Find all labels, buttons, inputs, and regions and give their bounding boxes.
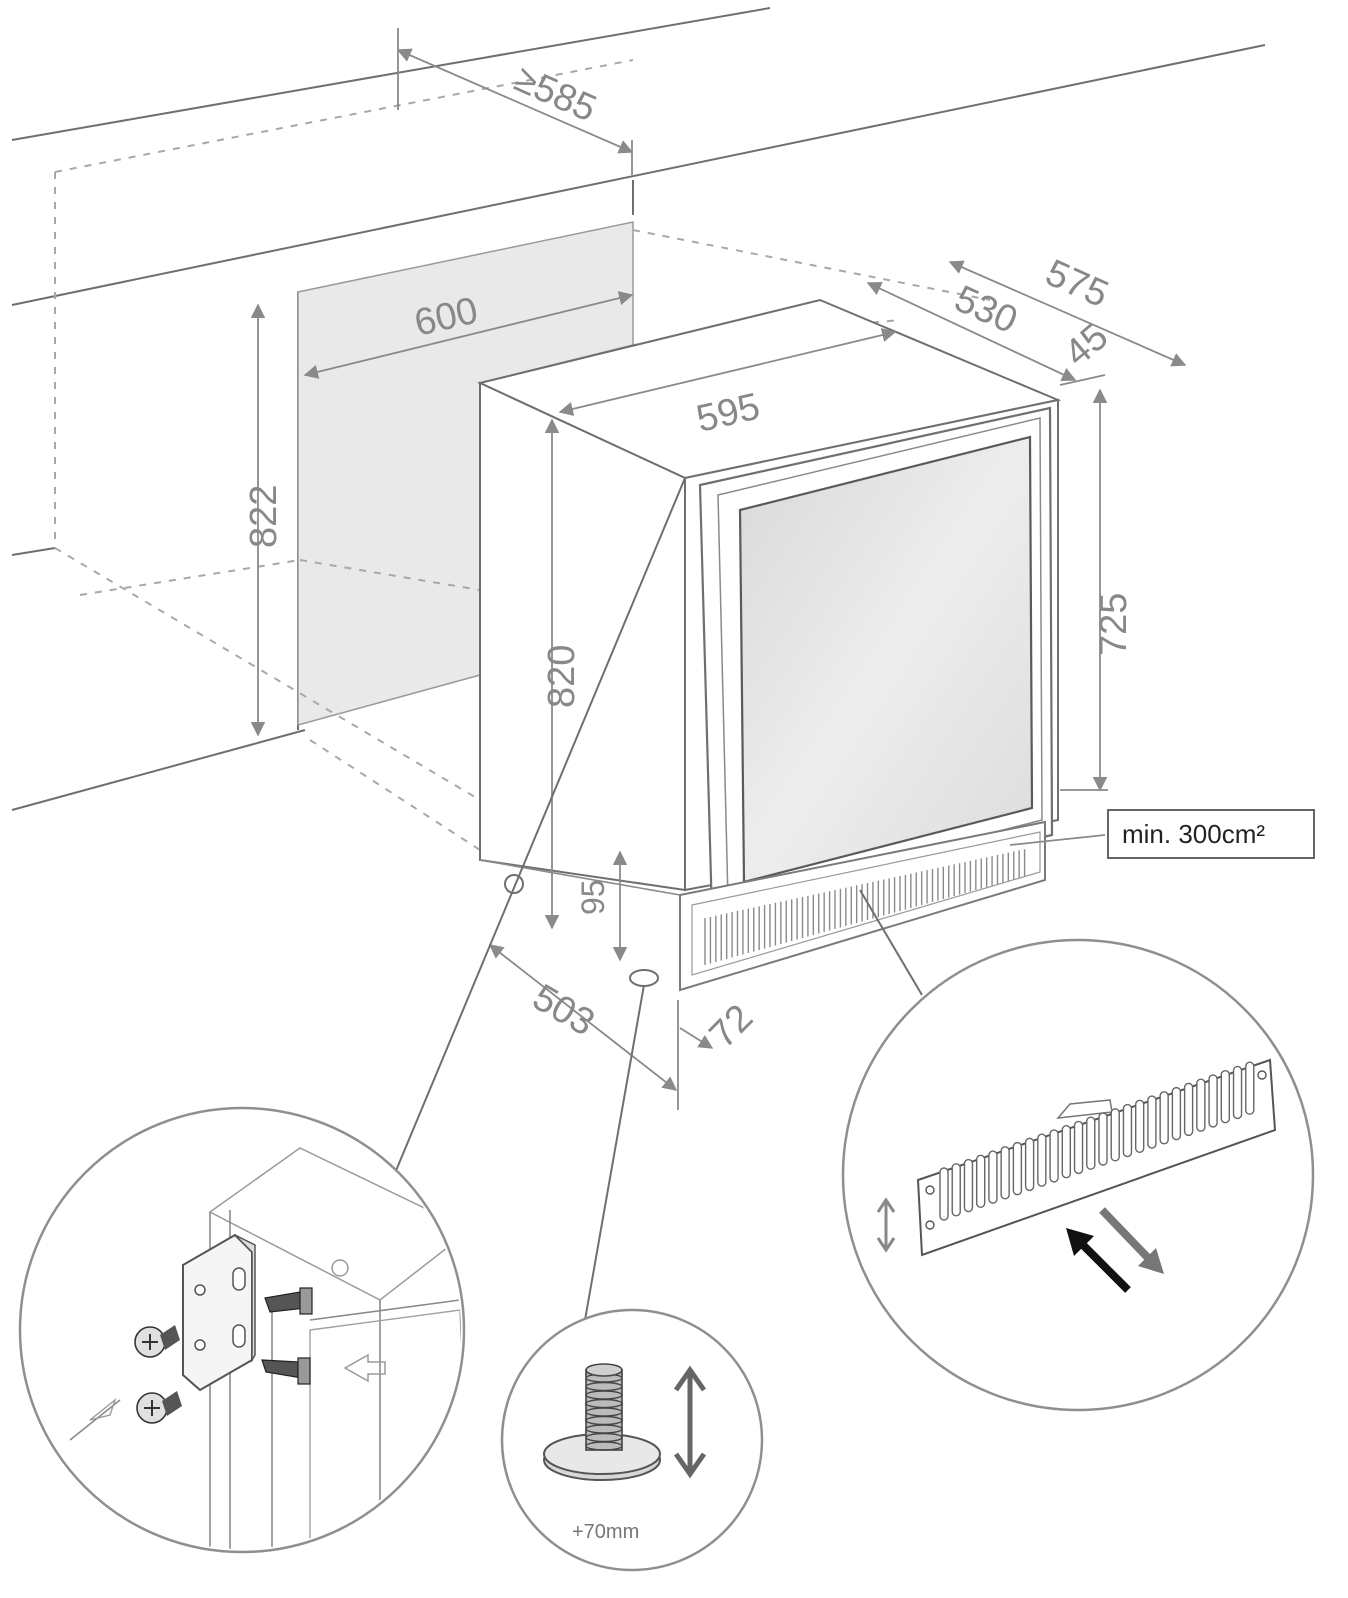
grille-slot	[1122, 1103, 1133, 1158]
grille-slot	[1196, 1078, 1206, 1132]
grille-slot	[1183, 1082, 1194, 1137]
dim-foot-depth: 503	[526, 976, 602, 1044]
grille-slot	[1147, 1095, 1157, 1149]
grille-hole	[1257, 1070, 1267, 1080]
dim-niche-height: 822	[243, 485, 285, 548]
grille-slot	[1232, 1065, 1243, 1120]
grille-hole	[925, 1185, 935, 1195]
leader-lines	[389, 477, 923, 1321]
foot-front	[629, 969, 659, 987]
grille-slot	[1086, 1116, 1096, 1170]
grille-slot	[1049, 1129, 1059, 1183]
grille-slot	[988, 1150, 998, 1204]
grille-slot	[1000, 1146, 1010, 1200]
grille-slot	[939, 1167, 949, 1221]
grille-slot	[1171, 1086, 1182, 1141]
grille-slot	[975, 1154, 986, 1209]
grille-slot	[1220, 1069, 1231, 1124]
detail-vent-grille	[841, 938, 1315, 1412]
dim-door-depth: 45	[1057, 316, 1116, 375]
ventilation-label: min. 300cm²	[1122, 819, 1265, 849]
grille-slots	[925, 1061, 1267, 1230]
glass-panel	[738, 435, 1034, 884]
grille-slot	[1245, 1061, 1255, 1115]
grille-slot	[1098, 1112, 1108, 1166]
dim-depth-body: 530	[948, 278, 1023, 342]
screw-upper	[264, 1287, 313, 1315]
ventilation-label-box	[1107, 809, 1315, 859]
grille-height-arrow	[876, 1197, 896, 1253]
grille-slot	[1073, 1120, 1084, 1175]
grille-slot	[1012, 1141, 1023, 1196]
airflow-arrows	[1066, 1207, 1164, 1293]
screw-head-1	[134, 1325, 180, 1358]
detail-bracket	[18, 1106, 466, 1554]
grille-slot	[1024, 1137, 1035, 1192]
dim-appliance-height: 820	[541, 645, 583, 708]
grille-slot	[1208, 1074, 1218, 1128]
grille-hole	[925, 1220, 935, 1230]
grille-slot	[951, 1163, 961, 1217]
screw-lower	[261, 1357, 311, 1385]
dimension-lines	[250, 28, 1187, 1110]
grille-slot	[1159, 1091, 1169, 1145]
dim-door-height: 725	[1093, 593, 1135, 656]
grille-slot	[1061, 1124, 1072, 1179]
dim-plinth-height: 95	[575, 879, 611, 915]
foot-adjust-label: +70mm	[572, 1521, 639, 1543]
height-arrow	[673, 1365, 707, 1479]
grille-slot	[1134, 1099, 1145, 1154]
grille-slot	[1037, 1133, 1047, 1187]
vent-grille	[704, 849, 1026, 965]
grille-slot	[1110, 1108, 1120, 1162]
screw-head-2	[136, 1391, 182, 1424]
foot-thread	[585, 1373, 623, 1451]
grille-slot	[963, 1158, 974, 1213]
detail-adjustable-foot: +70mm	[500, 1308, 764, 1572]
thread-ring	[585, 1441, 623, 1451]
